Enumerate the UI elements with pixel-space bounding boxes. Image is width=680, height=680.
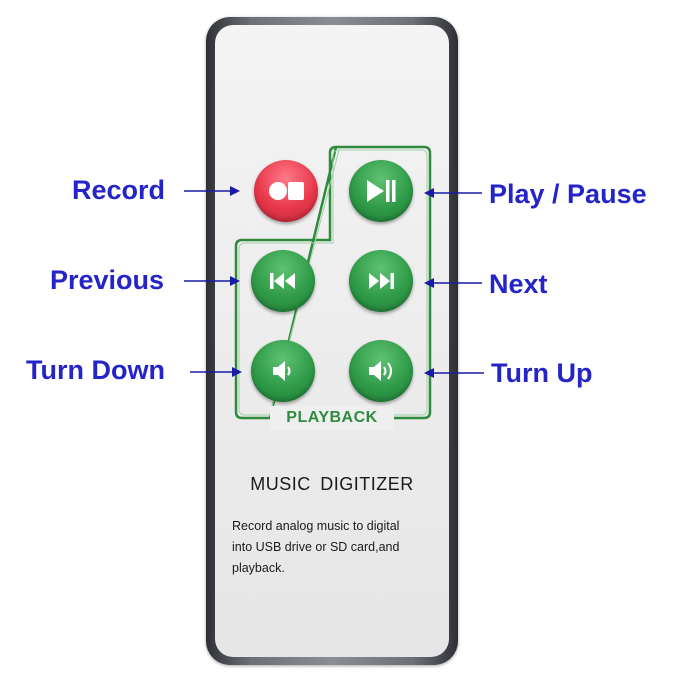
callout-next: Next	[489, 269, 548, 299]
turn-down-button[interactable]	[251, 340, 315, 402]
record-icon	[266, 178, 306, 204]
turn-up-button[interactable]	[349, 340, 413, 402]
playback-label: PLAYBACK	[270, 406, 394, 430]
callout-record: Record	[72, 175, 166, 205]
skip-forward-icon	[366, 270, 396, 292]
record-button[interactable]	[254, 160, 318, 222]
callout-previous: Previous	[50, 265, 165, 295]
description-line: Record analog music to digital	[232, 519, 400, 533]
description-line: into USB drive or SD card,and	[232, 540, 400, 554]
play-pause-button[interactable]	[349, 160, 413, 222]
callout-turn-down: Turn Down	[26, 355, 165, 385]
play-pause-icon	[364, 177, 398, 205]
description-line: playback.	[232, 561, 285, 575]
callout-play-pause: Play / Pause	[489, 179, 647, 209]
volume-up-icon	[366, 358, 396, 384]
volume-down-icon	[269, 358, 297, 384]
callout-turn-up: Turn Up	[491, 358, 593, 388]
remote-face	[215, 25, 449, 657]
product-description: Record analog music to digital into USB …	[232, 516, 442, 579]
product-name: MUSIC DIGITIZER	[250, 474, 414, 494]
previous-button[interactable]	[251, 250, 315, 312]
next-button[interactable]	[349, 250, 413, 312]
skip-back-icon	[268, 270, 298, 292]
